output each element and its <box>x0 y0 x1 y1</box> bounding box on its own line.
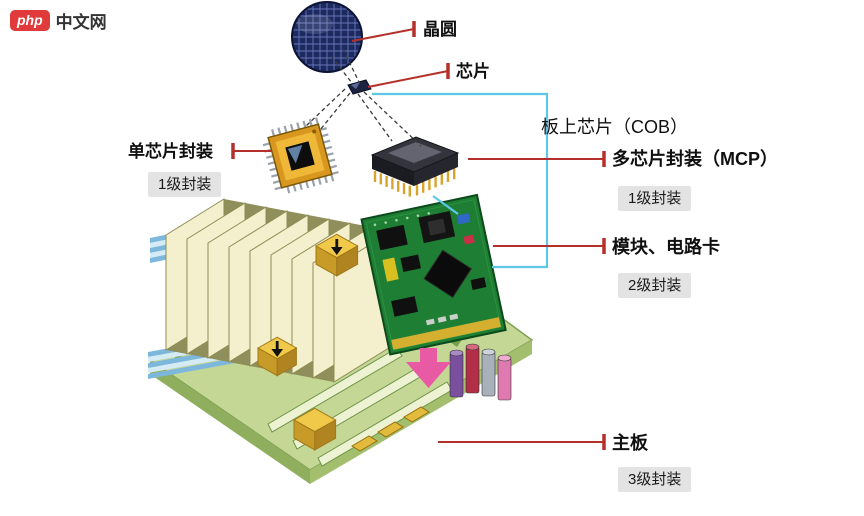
down-arrow-icon <box>331 239 343 255</box>
dashed-leader-lines <box>305 48 422 147</box>
chip-label: 芯片 <box>456 62 490 81</box>
php-logo-icon: php <box>10 10 50 31</box>
pink-down-arrow-icon <box>406 348 451 388</box>
cyan-connector-lines <box>372 92 549 269</box>
wafer-graphic <box>291 1 363 73</box>
gold-component-box-2 <box>256 336 298 377</box>
mcp-package-label: 多芯片封装（MCP） <box>612 149 778 169</box>
single-chip-level-badge: 1级封装 <box>148 172 222 197</box>
site-logo[interactable]: php 中文网 <box>10 8 107 33</box>
gold-component-box-3 <box>292 407 337 451</box>
wafer-label: 晶圆 <box>423 20 457 39</box>
module-level-badge: 2级封装 <box>618 273 692 298</box>
red-leader-lines <box>231 21 606 450</box>
single-chip-package-graphic <box>262 117 339 194</box>
mcp-level-badge: 1级封装 <box>618 186 692 211</box>
bare-chip-graphic <box>347 79 372 95</box>
logo-site-name: 中文网 <box>55 13 107 32</box>
capacitors <box>449 343 512 401</box>
module-circuit-card-label: 模块、电路卡 <box>612 237 720 257</box>
motherboard-level-badge: 3级封装 <box>618 467 692 492</box>
motherboard-label: 主板 <box>612 433 648 453</box>
mcp-package-graphic <box>370 136 460 197</box>
gold-component-box-1 <box>314 233 359 277</box>
down-arrow-icon <box>271 341 283 357</box>
single-chip-package-label: 单芯片封装 <box>128 142 213 161</box>
cob-label: 板上芯片（COB） <box>541 117 689 137</box>
gold-pads <box>351 406 430 452</box>
circuit-card-graphic <box>360 193 507 356</box>
